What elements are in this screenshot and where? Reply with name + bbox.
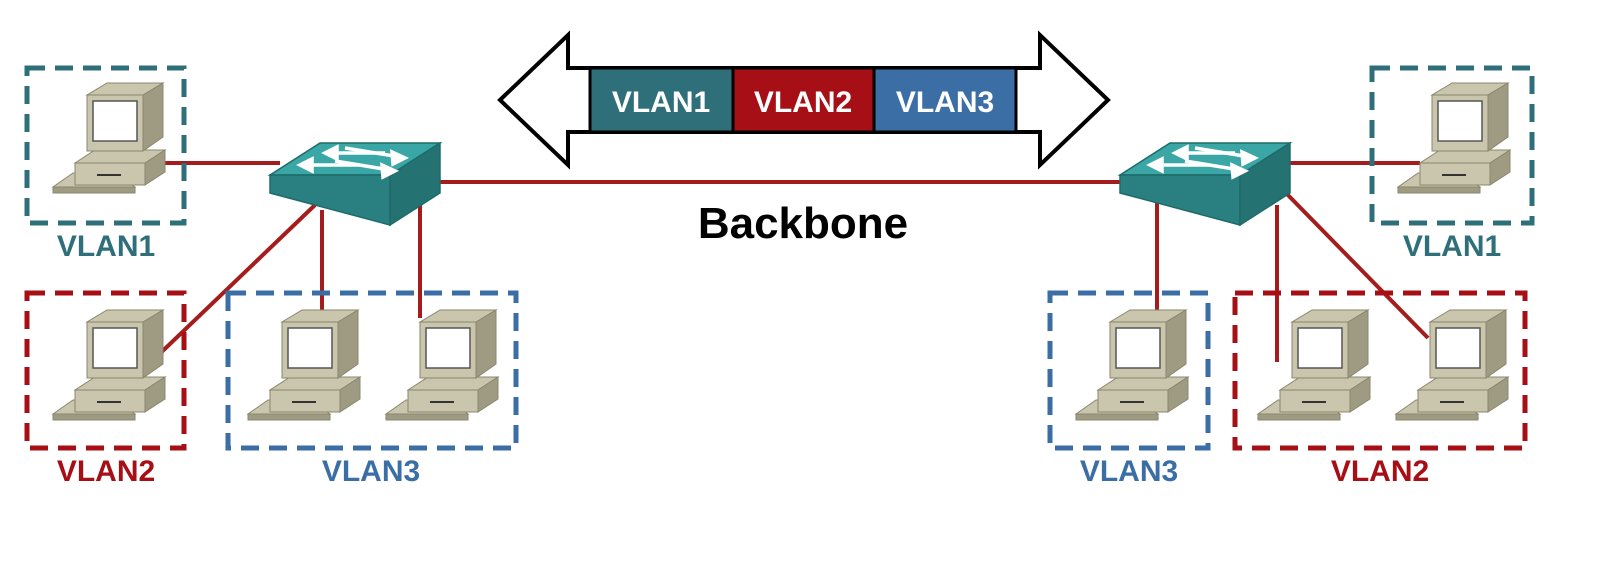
trunk-label-vlan2: VLAN2 — [754, 86, 852, 119]
trunk-segment-vlan3 — [872, 66, 1018, 134]
left-vlan1-label: VLAN1 — [57, 230, 155, 263]
left-site: VLAN1 VLAN2 VLAN3 — [24, 65, 519, 488]
computer-icon — [1397, 82, 1511, 194]
left-vlan1-box — [24, 65, 187, 226]
right-vlan3-label: VLAN3 — [1080, 455, 1178, 488]
trunk-arrow: VLAN1 VLAN2 VLAN3 — [497, 30, 1111, 170]
computer-icon — [52, 309, 166, 421]
right-vlan1-label: VLAN1 — [1403, 230, 1501, 263]
trunk-label-vlan1: VLAN1 — [612, 86, 710, 119]
computer-icon — [385, 309, 499, 421]
left-vlan3-label: VLAN3 — [322, 455, 420, 488]
computer-icon — [1395, 309, 1509, 421]
backbone-label: Backbone — [698, 199, 908, 248]
right-vlan3-box — [1047, 290, 1211, 451]
right-site: VLAN1 VLAN3 VLAN2 — [1047, 65, 1535, 488]
links — [146, 161, 1430, 367]
computer-icon — [247, 309, 361, 421]
left-vlan3-box — [225, 290, 519, 451]
right-vlan2-label: VLAN2 — [1331, 455, 1429, 488]
computer-icon — [1075, 309, 1189, 421]
left-vlan2-box — [24, 290, 187, 451]
right-vlan2-box — [1232, 290, 1528, 451]
link-right-vlan2-pc2 — [1281, 188, 1430, 340]
switch-icon — [1118, 141, 1292, 227]
trunk-label-vlan3: VLAN3 — [896, 86, 994, 119]
link-left-vlan2-pc — [146, 203, 317, 367]
switch-icon — [268, 141, 442, 227]
computer-icon — [52, 82, 166, 194]
computer-icon — [1257, 309, 1371, 421]
right-vlan1-box — [1369, 65, 1535, 226]
left-vlan2-label: VLAN2 — [57, 455, 155, 488]
